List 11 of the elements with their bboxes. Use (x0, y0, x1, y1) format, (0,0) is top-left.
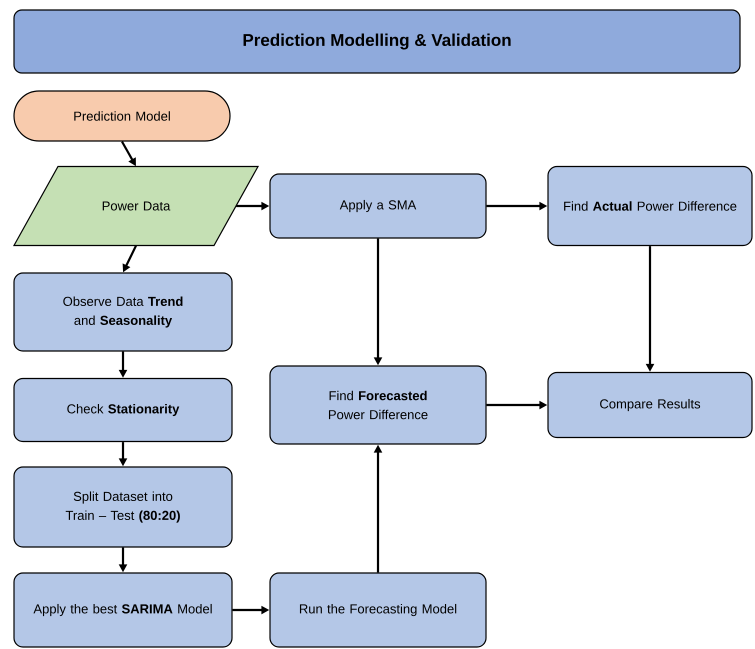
start-terminal: Prediction Model (13, 90, 231, 142)
process-box: Compare Results (547, 372, 753, 438)
process-box: Find Forecasted Power Difference (269, 365, 487, 445)
process-box: Apply the best SARIMA Model (13, 572, 233, 648)
process-box: Run the Forecasting Model (269, 572, 487, 648)
process-box: Find Actual Power Difference (547, 166, 753, 246)
process-box: Split Dataset into Train – Test (80:20) (13, 466, 233, 548)
process-box: Apply a SMA (269, 173, 487, 239)
process-box: Observe Data Trend and Seasonality (13, 272, 233, 352)
title-banner: Prediction Modelling & Validation (13, 9, 741, 74)
process-box: Check Stationarity (13, 378, 233, 442)
